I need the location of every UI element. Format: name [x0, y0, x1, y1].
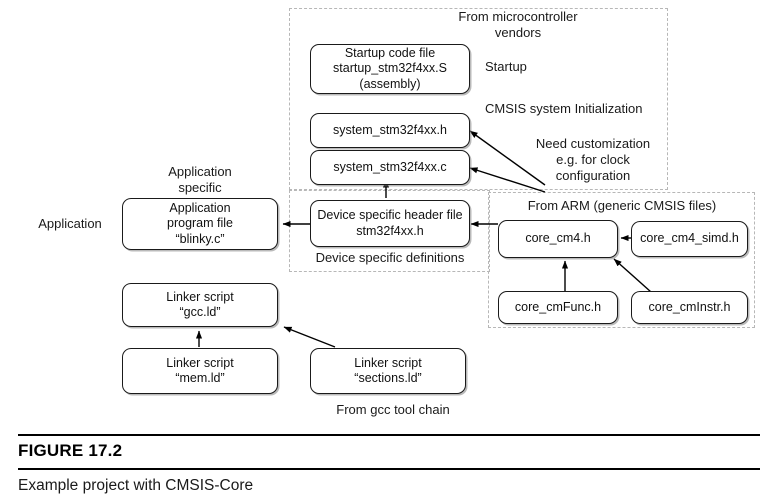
group-label-device-definitions: Device specific definitions — [315, 250, 465, 265]
annotation-cmsis-initialization: CMSIS system Initialization — [485, 101, 643, 116]
node-system-stm32f4xx-c[interactable]: system_stm32f4xx.c — [310, 150, 470, 185]
node-application-program-file[interactable]: Application program file “blinky.c” — [122, 198, 278, 250]
caption-bottom-rule — [18, 468, 760, 470]
node-system-stm32f4xx-h[interactable]: system_stm32f4xx.h — [310, 113, 470, 148]
node-linker-script-sections[interactable]: Linker script “sections.ld” — [310, 348, 466, 394]
figure-caption: Example project with CMSIS-Core — [18, 477, 254, 494]
figure-number: FIGURE 17.2 — [18, 441, 123, 460]
annotation-application: Application — [38, 216, 102, 231]
group-label-vendors: From microcontroller vendors — [458, 9, 578, 40]
annotation-gcc-tool-chain: From gcc tool chain — [336, 402, 450, 417]
node-core-cminstr-h[interactable]: core_cmInstr.h — [631, 291, 748, 324]
group-label-arm: From ARM (generic CMSIS files) — [527, 198, 717, 213]
node-linker-script-mem[interactable]: Linker script “mem.ld” — [122, 348, 278, 394]
group-box-device-definitions — [289, 190, 490, 272]
annotation-need-customization: Need customization e.g. for clock config… — [535, 136, 651, 183]
node-core-cm4-simd-h[interactable]: core_cm4_simd.h — [631, 221, 748, 257]
node-linker-script-gcc[interactable]: Linker script “gcc.ld” — [122, 283, 278, 327]
group-box-arm — [488, 192, 755, 328]
node-core-cmfunc-h[interactable]: core_cmFunc.h — [498, 291, 618, 324]
node-device-specific-header[interactable]: Device specific header file stm32f4xx.h — [310, 200, 470, 247]
node-core-cm4-h[interactable]: core_cm4.h — [498, 220, 618, 258]
annotation-startup: Startup — [485, 59, 527, 74]
caption-top-rule — [18, 434, 760, 436]
annotation-application-specific: Application specific — [168, 164, 232, 195]
node-startup-code-file[interactable]: Startup code file startup_stm32f4xx.S (a… — [310, 44, 470, 94]
